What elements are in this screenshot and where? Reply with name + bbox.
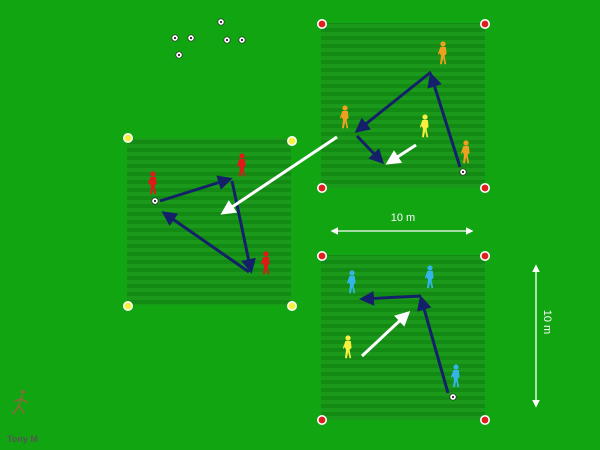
logo: Tony M xyxy=(7,390,38,444)
ball xyxy=(459,168,467,176)
red-cone xyxy=(480,183,490,193)
pass-arrows xyxy=(220,135,417,358)
red-cone xyxy=(317,19,327,29)
horizontal-dimension-label: 10 m xyxy=(391,212,415,224)
yellow-cone xyxy=(287,136,297,146)
run-arrows xyxy=(159,70,462,394)
logo-text: Tony M xyxy=(7,434,38,444)
red-cone xyxy=(317,415,327,425)
ball xyxy=(449,393,457,401)
red-cone xyxy=(480,415,490,425)
yellow-cone xyxy=(287,301,297,311)
left-grid xyxy=(127,138,291,305)
yellow-cone xyxy=(123,133,133,143)
red-cone xyxy=(317,183,327,193)
ball xyxy=(151,197,159,205)
horizontal-dimension: 10 m xyxy=(330,212,474,235)
vertical-dimension-label: 10 m xyxy=(541,310,553,334)
vertical-dimension: 10 m xyxy=(532,264,553,408)
yellow-cone xyxy=(123,301,133,311)
red-cone xyxy=(317,251,327,261)
logo-figure-icon xyxy=(12,390,28,415)
red-cone xyxy=(480,19,490,29)
red-cone xyxy=(480,251,490,261)
